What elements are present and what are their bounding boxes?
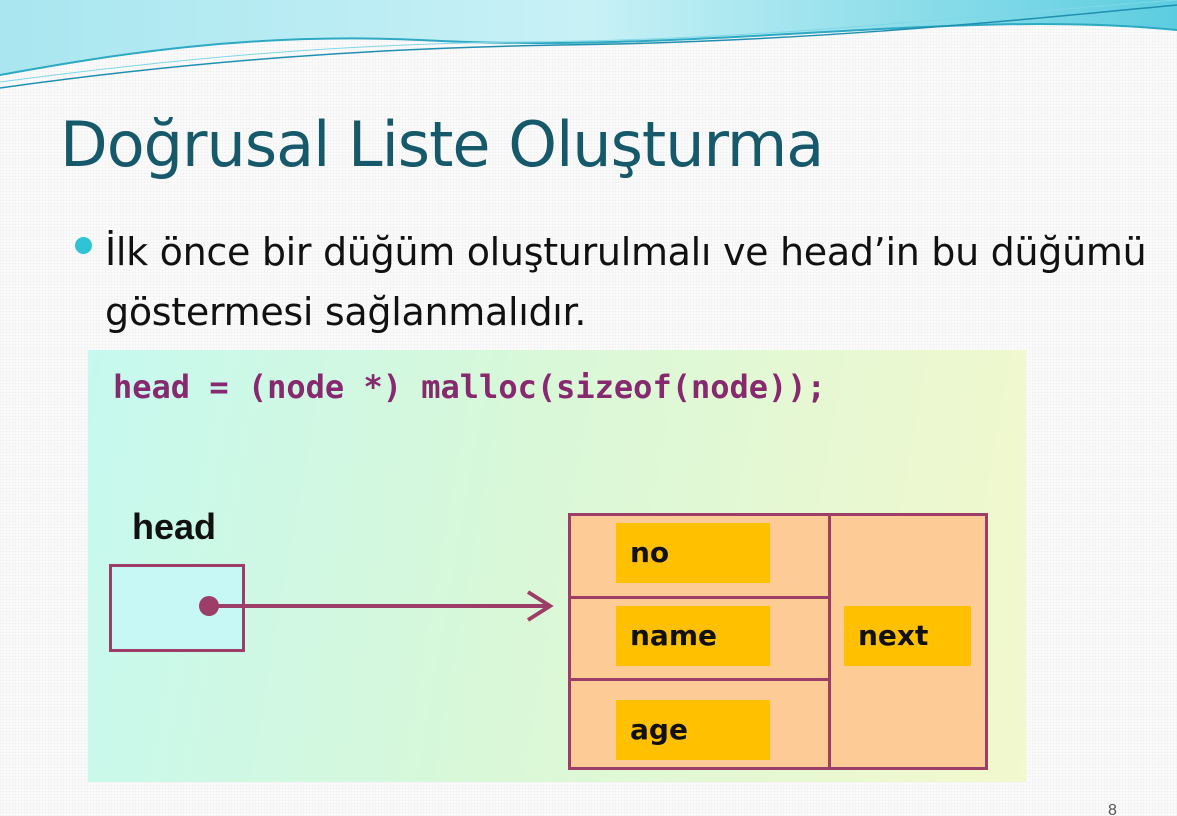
field-no: no	[616, 523, 770, 583]
malloc-code-line: head = (node *) malloc(sizeof(node));	[113, 368, 826, 406]
node-divider-vertical	[828, 516, 831, 767]
bullet-item: İlk önce bir düğüm oluşturulmalı ve head…	[75, 222, 1165, 342]
node-divider-horizontal	[571, 678, 830, 681]
header-wave-decoration	[0, 0, 1177, 89]
pointer-arrow	[209, 590, 554, 622]
node-struct-box: no name age next	[568, 513, 988, 770]
bullet-text: İlk önce bir düğüm oluşturulmalı ve head…	[105, 230, 1147, 334]
bullet-icon	[75, 237, 92, 254]
field-next: next	[844, 606, 971, 666]
field-name: name	[616, 606, 770, 666]
page-number: 8	[1108, 802, 1117, 816]
linked-list-diagram: head = (node *) malloc(sizeof(node)); he…	[88, 350, 1026, 782]
head-label: head	[132, 506, 217, 547]
slide-title: Doğrusal Liste Oluşturma	[60, 108, 824, 181]
field-age: age	[616, 700, 770, 760]
node-divider-horizontal	[571, 596, 830, 599]
